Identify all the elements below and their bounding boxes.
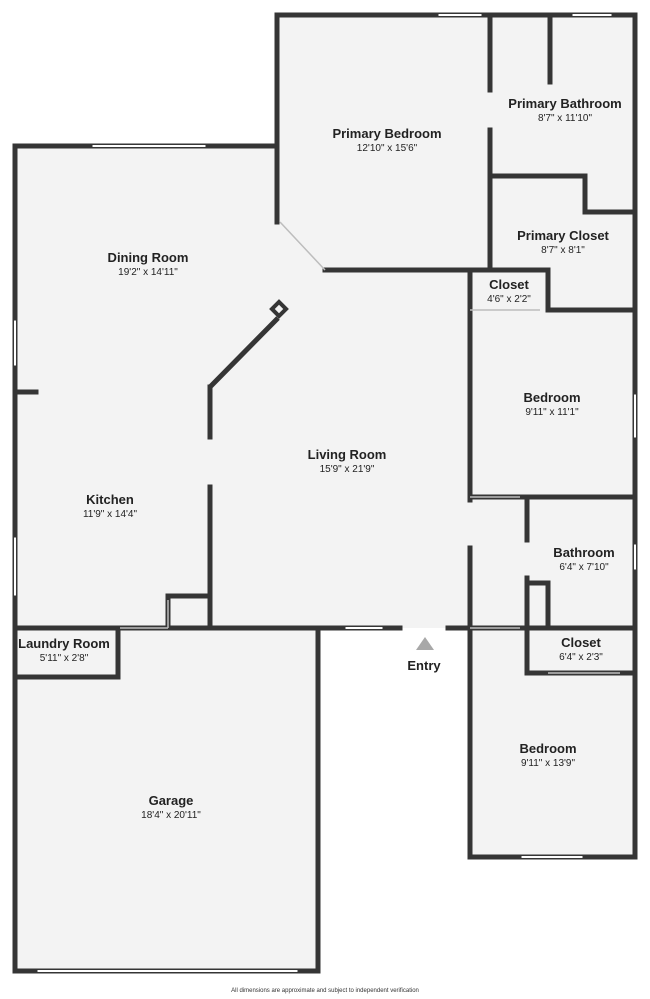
room-name: Dining Room [107,250,189,265]
room-dimensions: 9'11" x 13'9" [520,758,576,769]
room-dimensions: 9'11" x 11'1" [525,407,579,418]
room-label-bedroom-2: Bedroom 9'11" x 13'9" [519,741,576,770]
floor-area [470,270,548,310]
wall-segment [12,625,121,680]
floor-area [470,628,635,857]
room-dimensions: 8'7" x 11'10" [537,113,593,124]
room-label-bedroom-1: Bedroom 9'11" x 11'1" [523,390,580,419]
room-name: Primary Bedroom [332,126,442,141]
room-dimensions: 11'9" x 14'4" [82,509,138,520]
floor-area [277,15,490,270]
room-dimensions: 15'9" x 21'9" [319,464,375,475]
wall-segment [12,595,38,974]
room-label-kitchen: Kitchen 11'9" x 14'4" [83,492,137,521]
room-label-laundry-room: Laundry Room 5'11" x 2'8" [18,636,110,665]
windows [12,12,638,974]
room-label-primary-closet: Primary Closet 8'7" x 8'1" [517,228,609,257]
room-name: Closet [561,635,601,650]
room-name: Primary Closet [517,228,609,243]
floor-area [15,628,318,971]
wall-segment [467,670,522,860]
floor-area [470,497,527,628]
room-label-garage: Garage 18'4" x 20'11" [141,793,201,822]
wall-segment [611,12,638,395]
room-name: Garage [148,793,194,808]
room-dimensions: 6'4" x 7'10" [559,562,609,573]
floor-areas [15,15,635,971]
footer-disclaimer: All dimensions are approximate and subje… [231,988,419,994]
floor-area [527,497,635,628]
kitchen-counter-wall [207,316,280,437]
floor-area [490,15,635,212]
entry-arrow-icon [416,637,434,650]
wall-segment [297,625,321,974]
room-label-primary-bathroom: Primary Bathroom 8'7" x 11'10" [508,96,621,125]
room-label-closet-2: Closet 6'4" x 2'3" [559,635,603,664]
floor-area [470,310,635,497]
floor-area [15,628,118,677]
room-dimensions: 4'6" x 2'2" [487,294,531,305]
room-name: Living Room [307,447,387,462]
floor-area [490,176,635,310]
room-name: Bedroom [519,741,577,756]
wall-segment [467,267,638,313]
wall-segment [582,569,638,860]
room-name: Closet [489,277,529,292]
room-dimensions: 18'4" x 20'11" [141,810,201,821]
room-name: Laundry Room [18,636,110,651]
pillar [269,299,289,319]
room-label-bathroom: Bathroom 6'4" x 7'10" [553,545,614,574]
room-name: Kitchen [86,492,134,507]
entry-label: Entry [407,658,441,673]
walls [12,12,638,974]
room-dimensions: 19'2" x 14'11" [118,267,178,278]
door-threshold [279,221,326,271]
room-name: Bathroom [553,545,615,560]
wall-segment [12,143,93,321]
room-dimensions: 12'10" x 15'6" [356,143,418,154]
wall-segment [274,12,439,149]
room-dimensions: 6'4" x 2'3" [559,652,603,663]
floor-area [15,146,470,628]
room-label-living-room: Living Room 15'9" x 21'9" [308,447,387,476]
room-label-primary-bedroom: Primary Bedroom 12'10" x 15'6" [332,126,441,155]
room-name: Primary Bathroom [508,96,622,111]
room-label-closet-1: Closet 4'6" x 2'2" [487,277,531,306]
floor-area [527,628,635,673]
room-label-dining-room: Dining Room 19'2" x 14'11" [108,250,189,279]
room-dimensions: 5'11" x 2'8" [39,653,89,664]
wall-segment [524,580,551,631]
room-name: Bedroom [523,390,581,405]
room-dimensions: 8'7" x 8'1" [541,245,585,256]
wall-segment [487,173,638,215]
